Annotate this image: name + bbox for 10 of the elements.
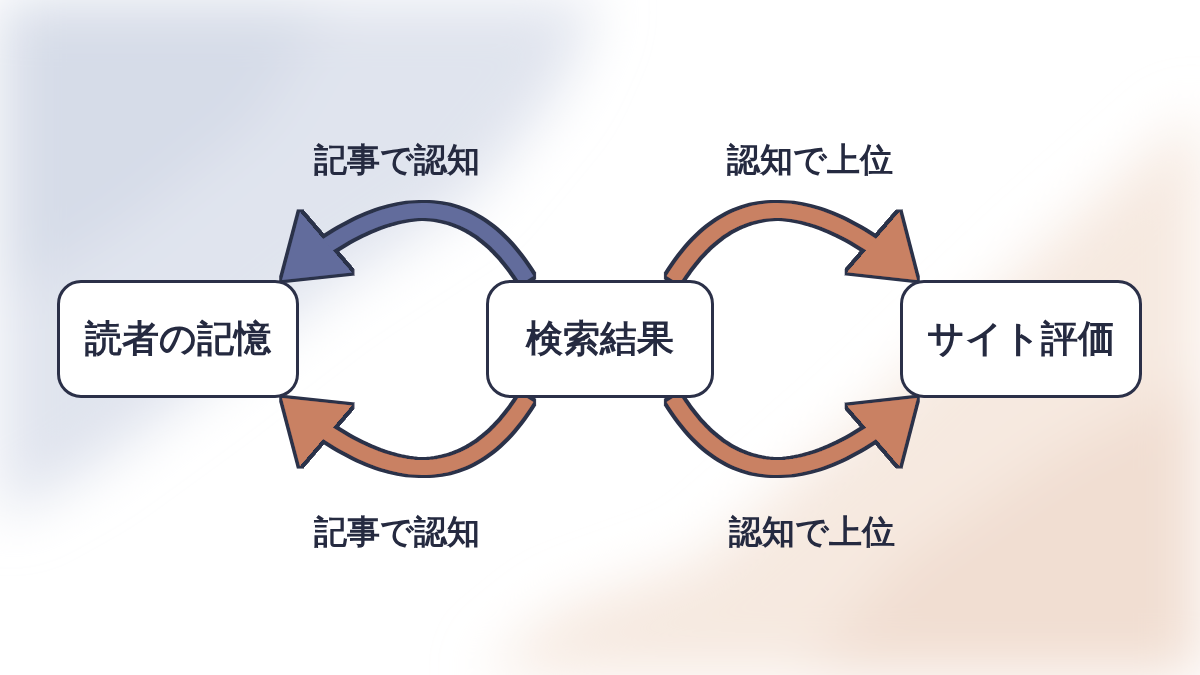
node-text: 読者の記憶 (85, 316, 271, 362)
rounded-box (57, 280, 299, 398)
rounded-box (486, 280, 714, 398)
edge-label: 記事で認知 (314, 140, 480, 180)
node-text: 検索結果 (526, 316, 674, 362)
edge-label: 認知で上位 (729, 512, 895, 552)
edge-label: 認知で上位 (727, 140, 893, 180)
rounded-box (900, 280, 1142, 398)
edge-label: 記事で認知 (314, 512, 480, 552)
node-text: サイト評価 (927, 316, 1115, 362)
